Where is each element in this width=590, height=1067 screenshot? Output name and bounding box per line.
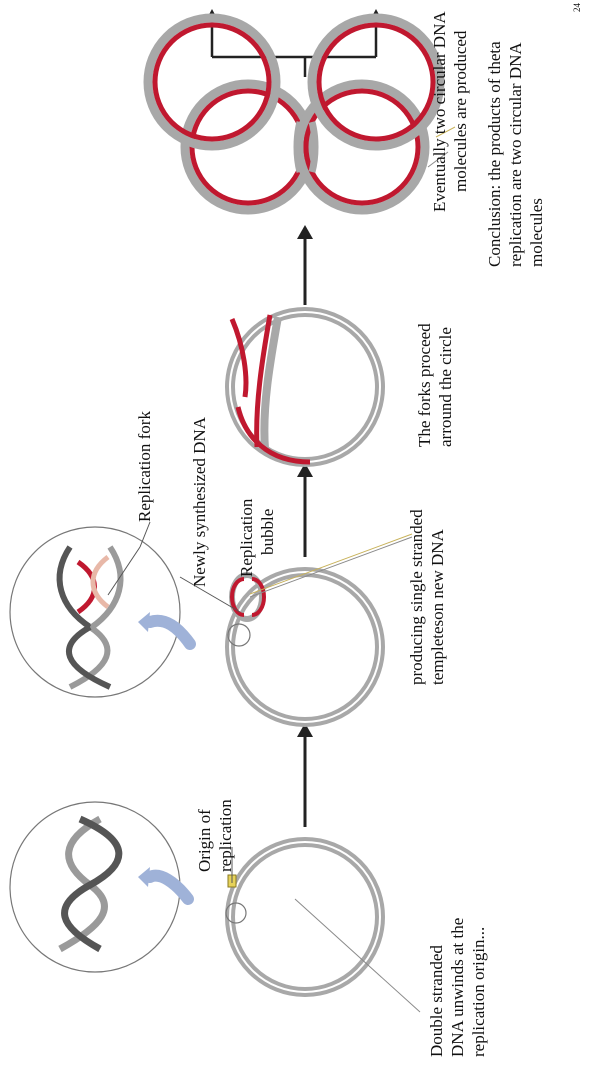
step4-label: Conclusion: the products of theta replic… bbox=[485, 37, 546, 267]
replication-bubble-label: Replication bubble bbox=[237, 494, 277, 577]
step2-label: producing single stranded templeteson ne… bbox=[407, 505, 447, 685]
page-number: 24 bbox=[572, 3, 582, 13]
newly-synthesized-label: Newly synthesized DNA bbox=[190, 416, 209, 587]
zoom-helix-stage2 bbox=[10, 527, 190, 697]
replication-fork-label: Replication fork bbox=[135, 411, 154, 522]
zoom-helix-stage1 bbox=[10, 802, 188, 972]
step3-label: The forks proceed arround the circle bbox=[415, 319, 455, 447]
stage3-circle bbox=[230, 312, 380, 462]
stage1-circle bbox=[226, 842, 380, 992]
arrow-3-to-4 bbox=[297, 225, 313, 305]
arrow-2-to-3 bbox=[297, 463, 313, 557]
step1-label: Double stranded DNA unwinds at the repli… bbox=[427, 913, 488, 1057]
origin-label: Origin of replication bbox=[195, 799, 235, 872]
arrow-1-to-2 bbox=[297, 723, 313, 917]
step5-label: Eventually two circular DNA molecules ar… bbox=[430, 8, 470, 212]
